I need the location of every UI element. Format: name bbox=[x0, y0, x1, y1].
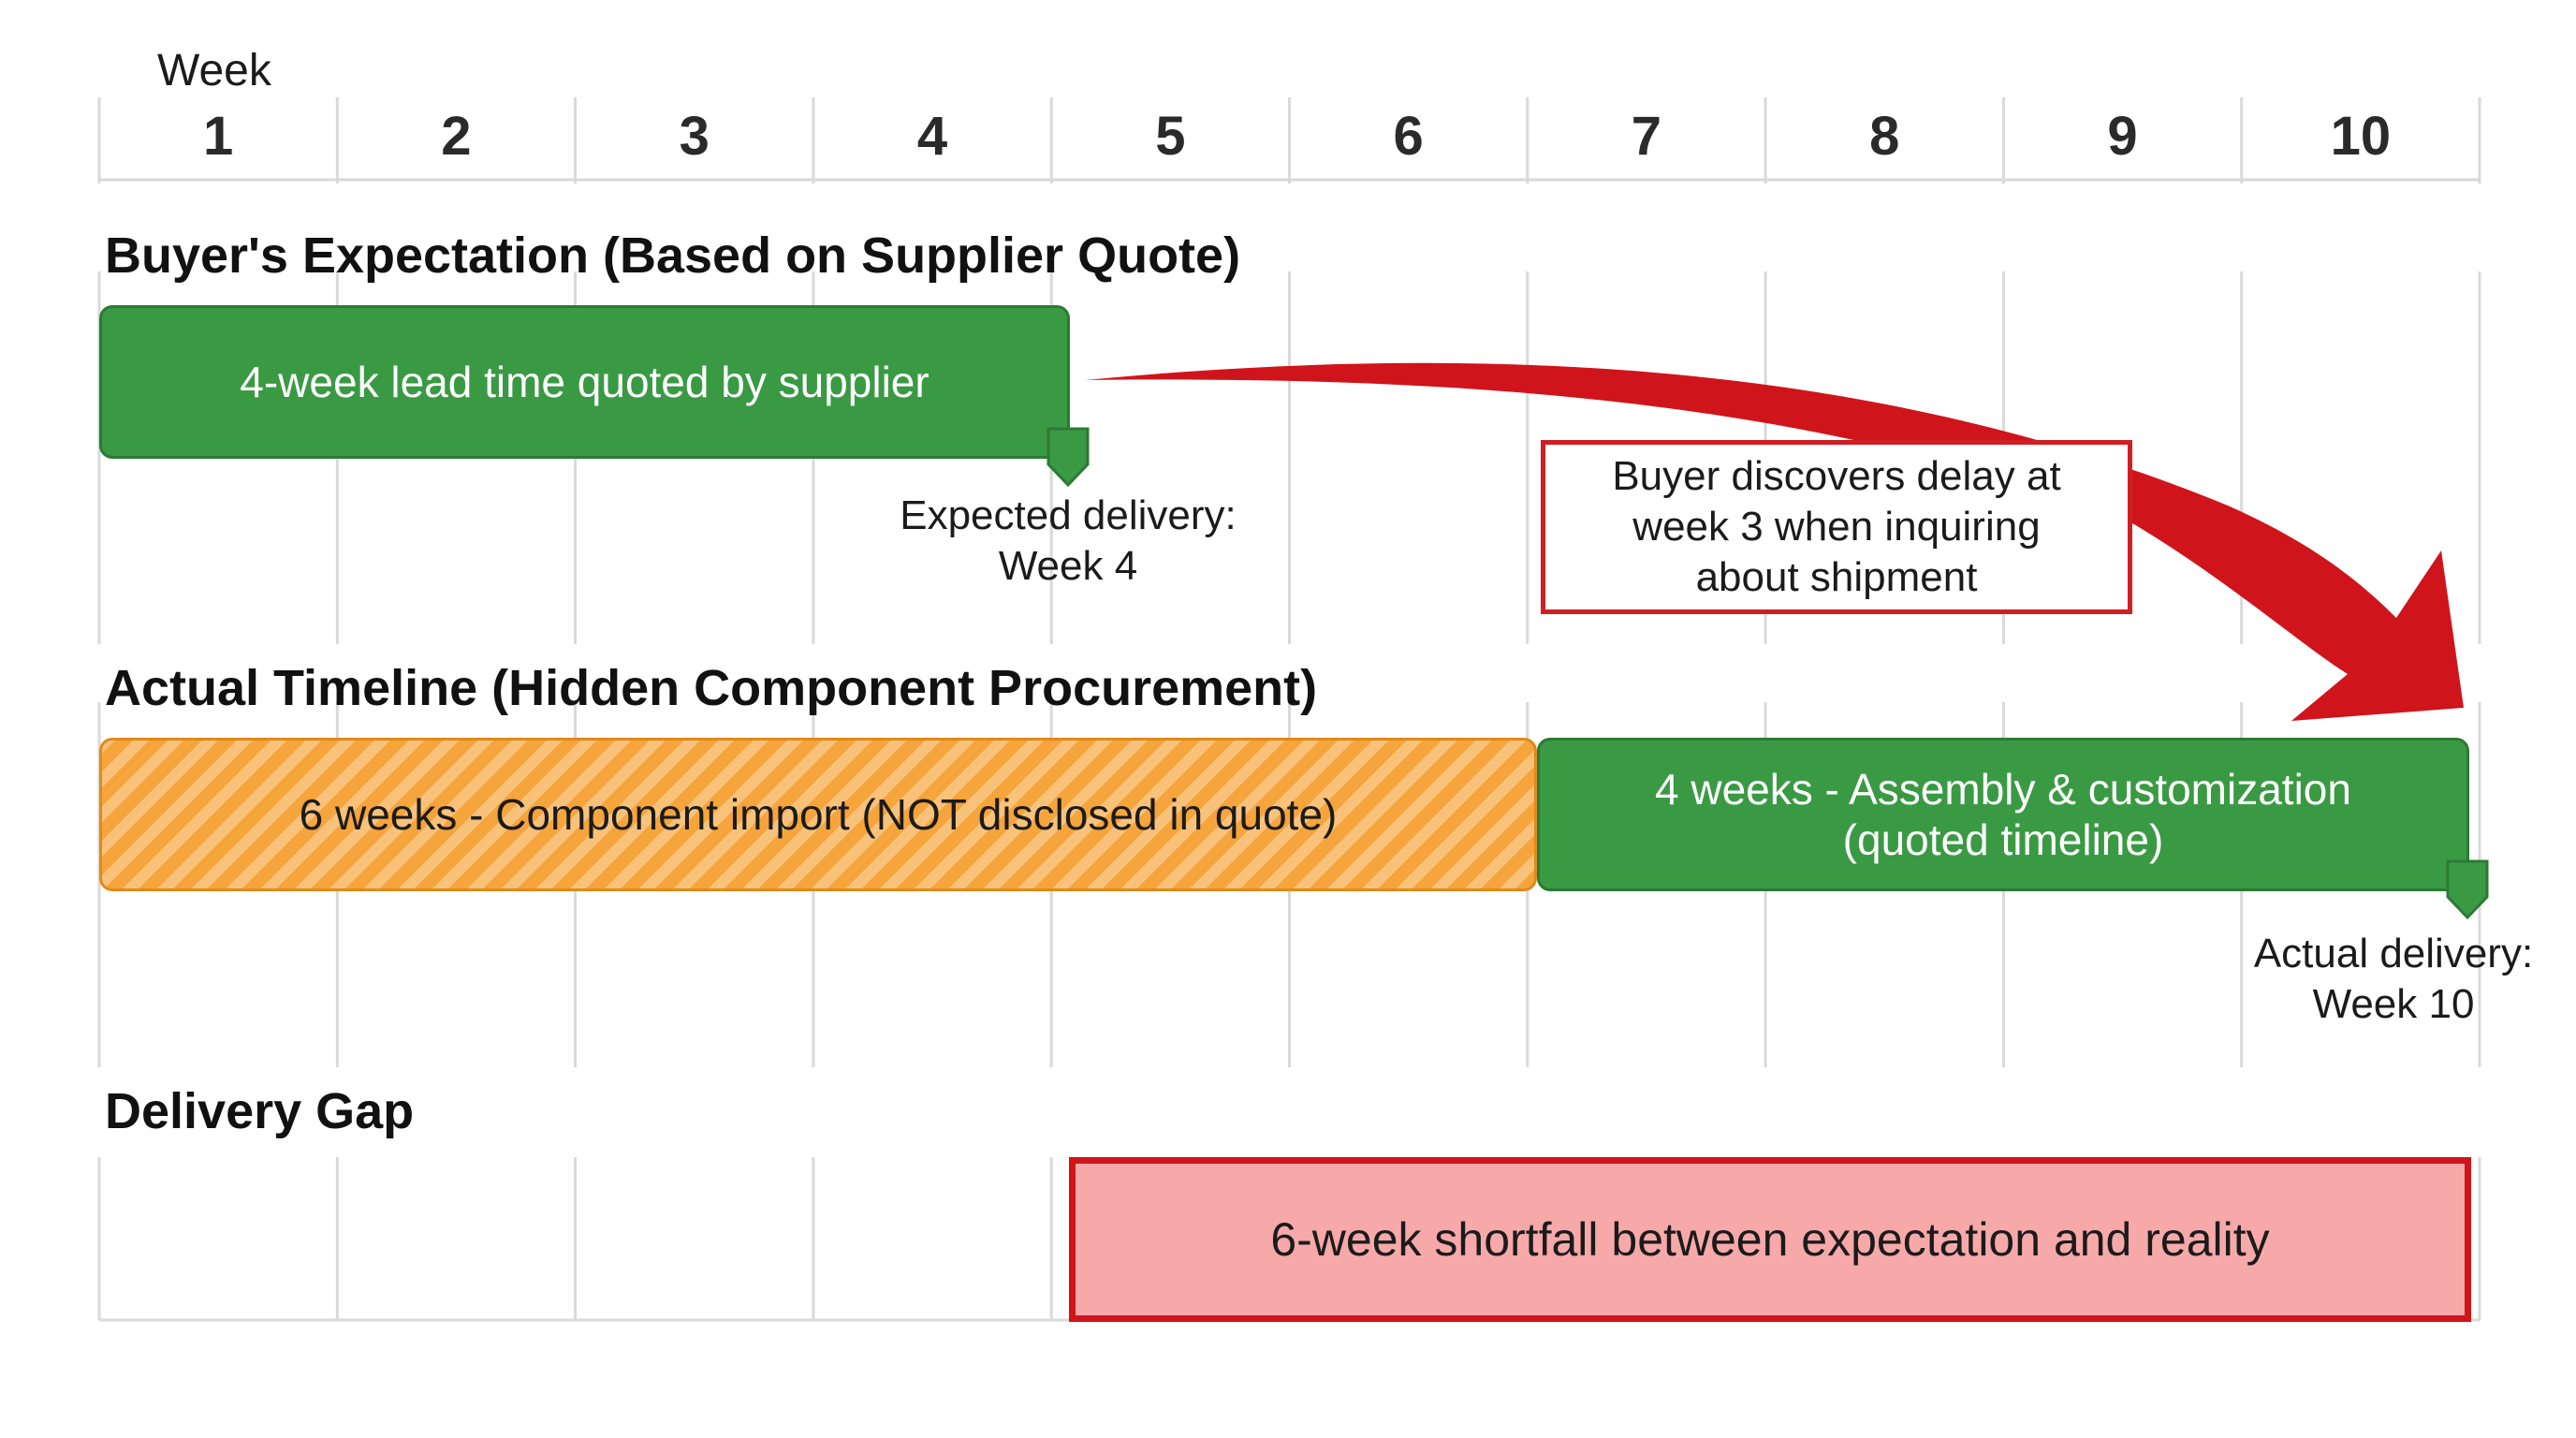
week-number: 7 bbox=[1631, 106, 1662, 167]
expected-delivery-label: Expected delivery: Week 4 bbox=[900, 492, 1237, 589]
delay-discovery-callout: Buyer discovers delay at week 3 when inq… bbox=[1541, 440, 2132, 614]
component-import-bar: 6 weeks - Component import (NOT disclose… bbox=[99, 738, 1537, 891]
week-number: 6 bbox=[1393, 106, 1424, 167]
actual-delivery-label: Actual delivery: Week 10 bbox=[2253, 931, 2534, 1027]
week-number: 9 bbox=[2107, 106, 2138, 167]
expected-delivery-marker-icon bbox=[1046, 427, 1090, 488]
actual-section-title: Actual Timeline (Hidden Component Procur… bbox=[105, 660, 1318, 716]
week-axis-caption: Week bbox=[157, 46, 271, 95]
actual-delivery-marker-icon bbox=[2446, 859, 2489, 920]
week-number: 5 bbox=[1155, 106, 1186, 167]
quoted-lead-time-bar: 4-week lead time quoted by supplier bbox=[99, 305, 1070, 459]
week-number: 10 bbox=[2330, 106, 2392, 167]
gap-section-title: Delivery Gap bbox=[105, 1083, 415, 1139]
assembly-bar: 4 weeks - Assembly & customization (quot… bbox=[1537, 738, 2469, 891]
week-number: 8 bbox=[1869, 106, 1900, 167]
week-number: 1 bbox=[203, 106, 234, 167]
week-number: 3 bbox=[679, 106, 710, 167]
week-number: 2 bbox=[441, 106, 472, 167]
delivery-gap-bar: 6-week shortfall between expectation and… bbox=[1069, 1157, 2471, 1322]
expectation-section-title: Buyer's Expectation (Based on Supplier Q… bbox=[105, 227, 1241, 284]
delay-arrow-shape bbox=[1086, 362, 2464, 721]
week-number: 4 bbox=[916, 106, 948, 167]
